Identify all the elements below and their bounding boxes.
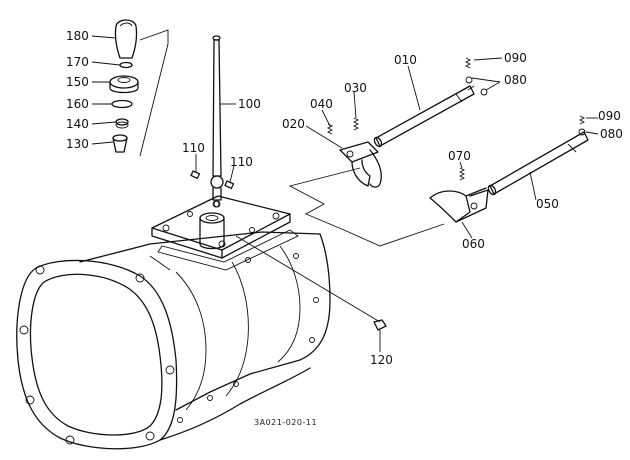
knob-stack [109, 19, 139, 153]
part-label-060: 060 [462, 237, 485, 251]
part-label-170: 170 [66, 55, 89, 69]
part-label-070: 070 [448, 149, 471, 163]
detent-springs-balls [326, 57, 586, 181]
part-label-110-right: 110 [230, 155, 253, 169]
shift-fork-020 [339, 141, 382, 188]
part-label-010: 010 [394, 53, 417, 67]
part-label-080-top: 080 [504, 73, 527, 87]
part-label-130: 130 [66, 137, 89, 151]
leader-lines [91, 29, 599, 352]
part-label-050: 050 [536, 197, 559, 211]
part-label-160: 160 [66, 97, 89, 111]
part-label-030: 030 [344, 81, 367, 95]
part-label-090-top: 090 [504, 51, 527, 65]
part-label-090-right: 090 [598, 109, 621, 123]
top-cover-plate [151, 195, 299, 271]
diagram-reference-code: 3A021-020-11 [254, 418, 318, 427]
part-label-100: 100 [238, 97, 261, 111]
part-label-180: 180 [66, 29, 89, 43]
part-label-140: 140 [66, 117, 89, 131]
plug-120 [373, 319, 387, 331]
transmission-case [16, 231, 331, 450]
pins-110 [190, 170, 235, 190]
part-label-040: 040 [310, 97, 333, 111]
part-label-080-right: 080 [600, 127, 623, 141]
shift-lever [210, 35, 224, 208]
shift-fork-060 [429, 187, 489, 223]
part-label-120: 120 [370, 353, 393, 367]
part-label-020: 020 [282, 117, 305, 131]
part-label-110-left: 110 [182, 141, 205, 155]
lever-tower [199, 212, 225, 250]
part-label-150: 150 [66, 75, 89, 89]
shift-rod-050 [487, 131, 589, 196]
shift-rod-010 [373, 85, 475, 148]
